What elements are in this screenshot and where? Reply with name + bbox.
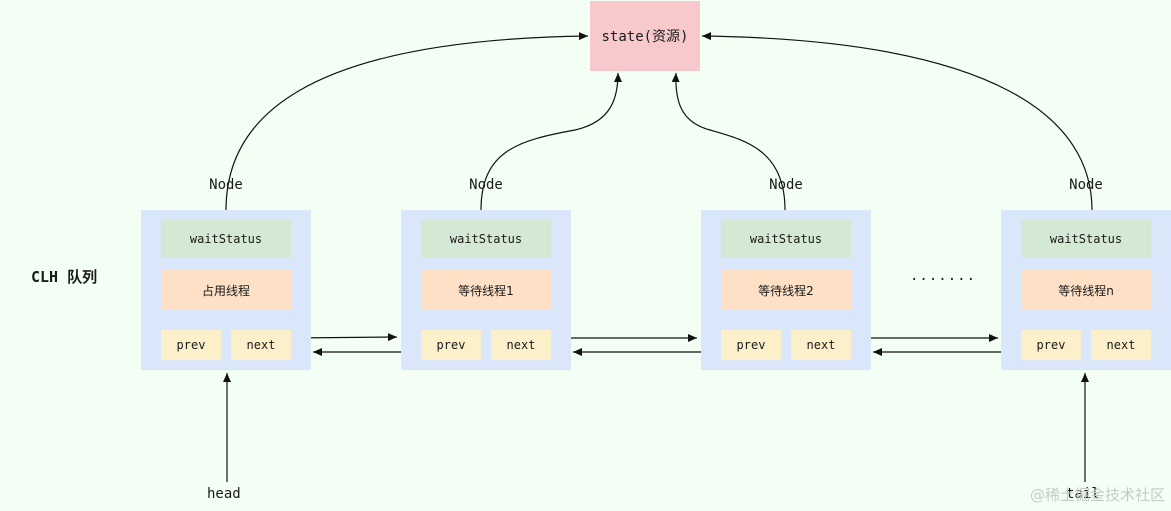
ellipsis: .......	[910, 268, 977, 284]
clh-queue-label: CLH 队列	[31, 268, 98, 286]
wait-status-field: waitStatus	[721, 220, 851, 258]
next-field: next	[1091, 330, 1151, 360]
head-label: head	[207, 486, 241, 502]
node-title: Node	[1069, 177, 1103, 193]
node-title: Node	[209, 177, 243, 193]
node-3: waitStatus 等待线程2 prev next	[701, 210, 871, 370]
arrow-node3-to-state	[671, 72, 786, 211]
next-field: next	[791, 330, 851, 360]
wait-status-field: waitStatus	[161, 220, 291, 258]
thread-field: 等待线程1	[421, 270, 551, 310]
state-resource-box: state(资源)	[590, 1, 700, 71]
arrow-node1-to-state	[225, 32, 589, 211]
node-title: Node	[469, 177, 503, 193]
thread-field: 占用线程	[161, 270, 291, 310]
node-1: waitStatus 占用线程 prev next	[141, 210, 311, 370]
node-4: waitStatus 等待线程n prev next	[1001, 210, 1171, 370]
node-title: Node	[769, 177, 803, 193]
wait-status-field: waitStatus	[1021, 220, 1151, 258]
watermark: @稀土掘金技术社区	[1029, 486, 1165, 504]
arrow-node2-to-state	[480, 72, 622, 211]
prev-field: prev	[1021, 330, 1081, 360]
next-field: next	[491, 330, 551, 360]
thread-field: 等待线程2	[721, 270, 851, 310]
prev-field: prev	[721, 330, 781, 360]
node-2: waitStatus 等待线程1 prev next	[401, 210, 571, 370]
prev-field: prev	[421, 330, 481, 360]
prev-field: prev	[161, 330, 221, 360]
arrow-node4-to-state	[701, 32, 1093, 211]
tail-label: tail	[1066, 486, 1100, 502]
wait-status-field: waitStatus	[421, 220, 551, 258]
state-label: state(资源)	[601, 29, 689, 45]
next-field: next	[231, 330, 291, 360]
thread-field: 等待线程n	[1021, 270, 1151, 310]
